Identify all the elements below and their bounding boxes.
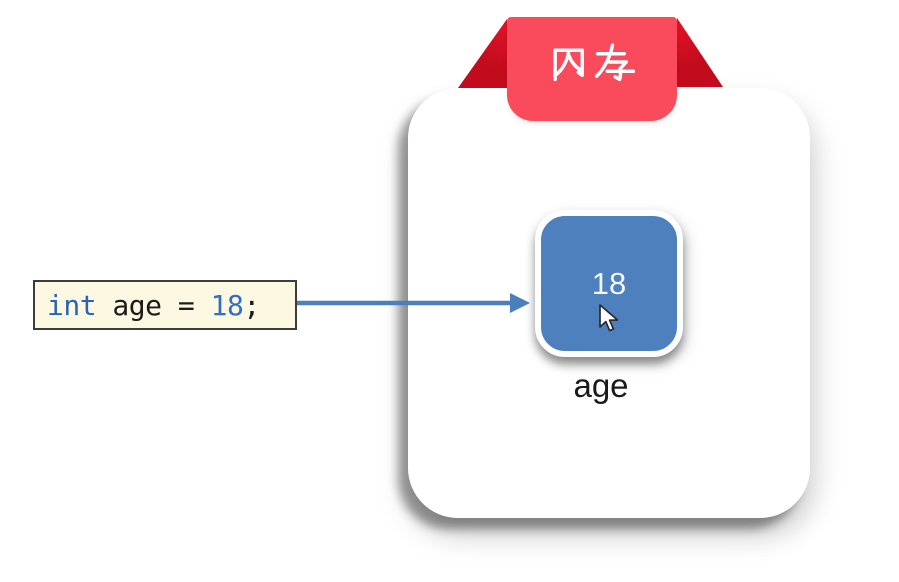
code-token-semicolon: ; — [243, 288, 260, 322]
variable-name-label: age — [573, 367, 629, 404]
code-token-number: 18 — [210, 288, 244, 322]
ribbon-label-text — [552, 43, 635, 82]
code-token-keyword: int — [47, 288, 97, 322]
ribbon-fold-left — [458, 19, 507, 88]
code-snippet-box: int age = 18; — [33, 280, 297, 330]
code-token-identifier: age = — [96, 288, 211, 322]
variable-value: 18 — [591, 266, 627, 301]
variable-cell: 18 — [535, 210, 683, 357]
assignment-arrow — [297, 293, 530, 313]
mouse-cursor-icon — [599, 304, 619, 332]
ribbon-fold-right — [677, 18, 723, 87]
memory-ribbon-banner — [507, 17, 677, 121]
